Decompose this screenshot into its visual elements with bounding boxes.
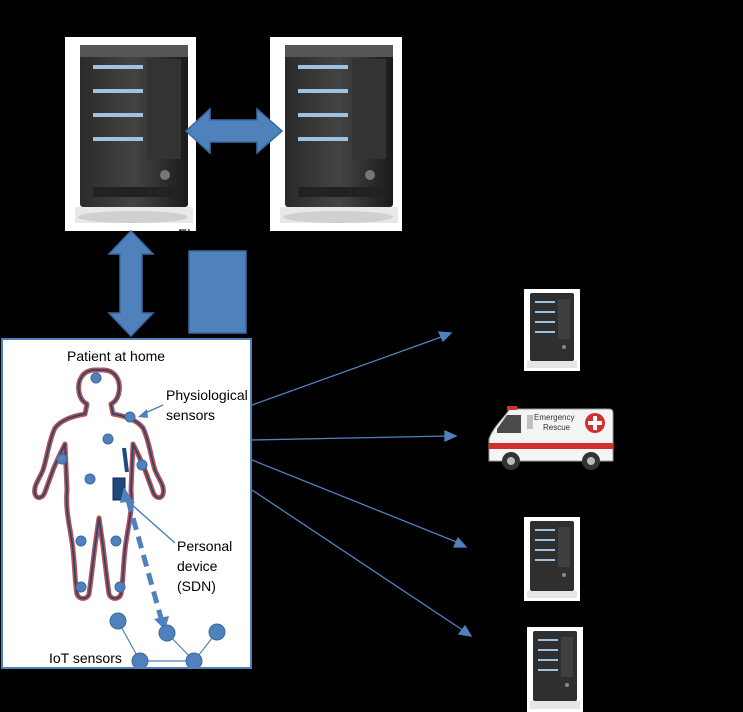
occluded-text: El [178, 226, 191, 242]
link-to-server-4 [251, 489, 465, 632]
server-sync-arrow [184, 107, 284, 155]
ambulance: Emergency Rescue [487, 403, 615, 473]
blue-block [188, 250, 247, 334]
cloud-server-left [65, 37, 196, 231]
server-tower-icon [75, 45, 193, 223]
hospital-server [524, 289, 580, 371]
link-to-ambulance [251, 435, 449, 441]
ambulance-text-line2: Rescue [543, 423, 571, 432]
patient-at-home-panel: Patient at home [1, 338, 252, 669]
server-tower-icon [527, 521, 577, 598]
remote-server-4 [527, 627, 583, 712]
iot-sensors [109, 612, 226, 667]
ambulance-text-line1: Emergency [534, 413, 574, 422]
patient-title: Patient at home [67, 348, 166, 364]
link-to-hospital-server [251, 335, 445, 406]
server-tower-icon [527, 293, 577, 368]
personal-device-label: Personal device (SDN) [177, 538, 233, 594]
cloud-patient-arrow [107, 229, 155, 338]
body-silhouette-icon [32, 367, 226, 667]
physiological-sensors-label: Physiological sensors [166, 387, 248, 423]
iot-sensors-label: IoT sensors [49, 650, 122, 666]
cloud-server-right [270, 37, 402, 231]
remote-server-3 [524, 517, 580, 601]
ambulance-icon: Emergency Rescue [488, 406, 614, 470]
server-tower-icon [280, 45, 398, 223]
link-to-server-3 [251, 459, 460, 544]
server-tower-icon [530, 631, 580, 709]
physiological-sensors [56, 372, 148, 593]
